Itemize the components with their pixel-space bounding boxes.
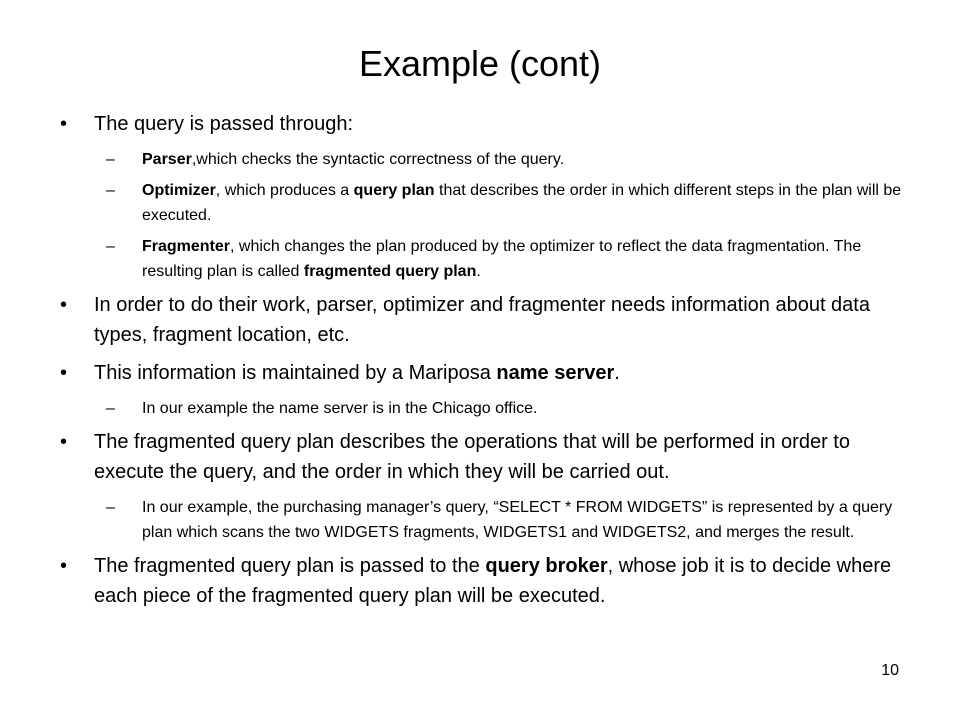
sub-item-parser: – Parser,which checks the syntactic corr… — [60, 147, 910, 172]
sub-list-query-passed: – Parser,which checks the syntactic corr… — [60, 147, 910, 284]
term-fragmented-query-plan: fragmented query plan — [303, 263, 477, 280]
sub-list-name-server: – In our example the name server is in t… — [60, 396, 910, 421]
term-name-server: name server — [496, 362, 615, 384]
sub-item-optimizer: – Optimizer, which produces a query plan… — [60, 178, 910, 228]
dash-mark: – — [106, 182, 115, 199]
bullet-text: The fragmented query plan describes the … — [94, 431, 850, 483]
dash-mark: – — [106, 238, 115, 255]
bullet-text: The fragmented query plan is passed to t… — [94, 555, 486, 577]
bullet-mark: • — [60, 362, 68, 384]
sub-item-chicago: – In our example the name server is in t… — [60, 396, 910, 421]
term-parser: Parser — [142, 151, 192, 168]
term-fragmenter: Fragmenter — [142, 238, 231, 255]
bullet-text: In order to do their work, parser, optim… — [94, 294, 870, 346]
term-query-broker: query broker — [485, 555, 608, 577]
bullet-information-needed: • In order to do their work, parser, opt… — [60, 290, 910, 350]
bullet-text: The query is passed through: — [94, 113, 354, 135]
sub-text: In our example the name server is in the… — [142, 400, 538, 417]
sub-text: . — [476, 263, 481, 280]
sub-text: ,which checks the syntactic correctness … — [191, 151, 565, 168]
slide-title: Example (cont) — [358, 43, 602, 84]
bullet-name-server: • This information is maintained by a Ma… — [60, 358, 910, 388]
bullet-query-passed: • The query is passed through: — [60, 109, 910, 139]
sub-text: , which changes the plan produced by the… — [142, 238, 862, 280]
bullet-mark: • — [60, 113, 68, 135]
sub-item-fragmenter: – Fragmenter, which changes the plan pro… — [60, 234, 910, 284]
bullet-text: . — [614, 362, 620, 384]
slide-content: • The query is passed through: – Parser,… — [60, 109, 910, 619]
sub-text: that describes the order in which differ… — [142, 182, 902, 224]
term-optimizer: Optimizer — [142, 182, 216, 199]
dash-mark: – — [106, 400, 115, 417]
bullet-mark: • — [60, 431, 68, 453]
sub-text: , which produces a — [215, 182, 354, 199]
bullet-mark: • — [60, 555, 68, 577]
term-query-plan: query plan — [353, 182, 435, 199]
bullet-mark: • — [60, 294, 68, 316]
sub-list-fragmented-plan: – In our example, the purchasing manager… — [60, 495, 910, 545]
bullet-query-broker: • The fragmented query plan is passed to… — [60, 551, 910, 611]
dash-mark: – — [106, 151, 115, 168]
bullet-text: , whose job it is to decide where each p… — [94, 555, 892, 607]
bullet-text: This information is maintained by a Mari… — [94, 362, 497, 384]
page-number: 10 — [881, 662, 899, 679]
dash-mark: – — [106, 499, 115, 516]
bullet-fragmented-plan: • The fragmented query plan describes th… — [60, 427, 910, 487]
sub-item-widgets-example: – In our example, the purchasing manager… — [60, 495, 910, 545]
sub-text: In our example, the purchasing manager’s… — [142, 499, 893, 541]
